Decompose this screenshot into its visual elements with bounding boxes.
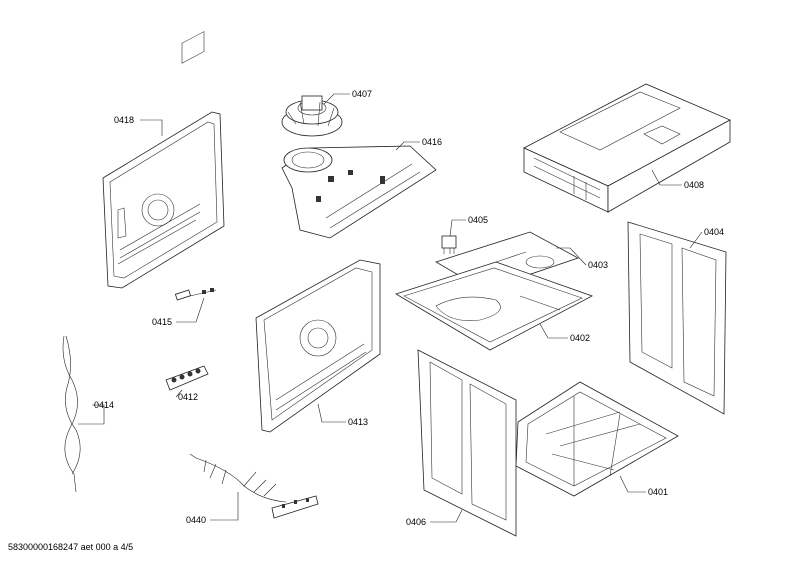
callout-label: 0403 (588, 260, 608, 270)
callout-label: 0408 (684, 180, 704, 190)
callout-labels: 0418 0407 0416 0408 0405 0403 0404 0402 … (94, 89, 724, 527)
part-oven-bottom-frame (515, 381, 679, 497)
callout-label: 0414 (94, 400, 114, 410)
callout-label: 0418 (114, 115, 134, 125)
part-sensor (174, 288, 217, 301)
part-back-panel (102, 31, 225, 289)
part-fan-motor (281, 95, 343, 137)
callout-label: 0402 (570, 333, 590, 343)
callout-label: 0415 (152, 317, 172, 327)
callout-label: 0440 (186, 515, 206, 525)
callout-label: 0404 (704, 227, 724, 237)
callout-label: 0405 (468, 215, 488, 225)
part-side-panel-left (417, 349, 517, 537)
part-terminal-block (165, 365, 209, 391)
part-switch (441, 235, 457, 254)
callout-label: 0407 (352, 89, 372, 99)
part-oven-top-plate (395, 261, 593, 351)
part-fan-bracket (281, 145, 437, 239)
callout-label: 0413 (348, 417, 368, 427)
callout-label: 0406 (406, 517, 426, 527)
document-number: 58300000168247 aet 000 a 4/5 (8, 542, 134, 552)
callout-label: 0401 (648, 487, 668, 497)
callout-label: 0416 (422, 137, 442, 147)
callout-label: 0412 (178, 392, 198, 402)
part-side-panel-right (627, 221, 727, 415)
part-rear-wall (255, 259, 381, 433)
part-power-cable (62, 335, 81, 493)
part-top-cover (523, 83, 731, 213)
part-wiring-harness (189, 453, 319, 519)
leader-lines (78, 93, 703, 523)
